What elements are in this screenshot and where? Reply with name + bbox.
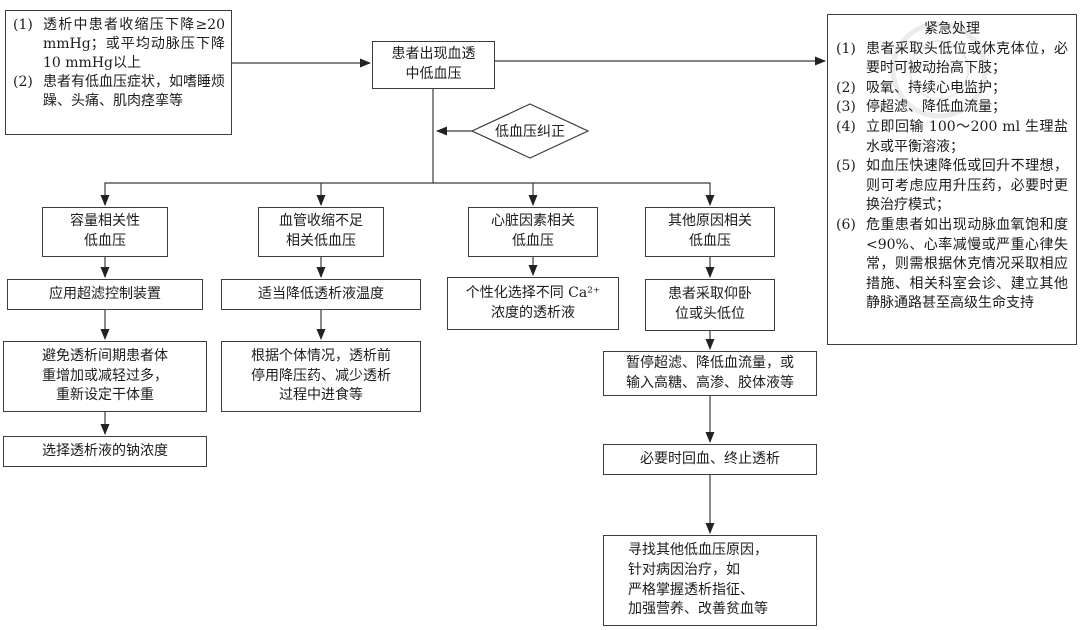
step-lower-dialysate-temperature: 适当降低透析液温度 bbox=[221, 279, 421, 310]
step-dry-weight: 避免透析间期患者体 重增加或减轻过多， 重新设定干体重 bbox=[3, 341, 207, 412]
emergency-item: (6) 危重患者如出现动脉血氧饱和度<90%、心率减慢或严重心律失常，则需根据休… bbox=[836, 216, 1068, 314]
flow-arrows bbox=[100, 56, 826, 534]
item-text: 吸氧、持续心电监护； bbox=[866, 79, 1006, 96]
item-number: (4) bbox=[836, 118, 856, 135]
criteria-item: (2) 患者有低血压症状，如嗜睡烦躁、头痛、肌肉痉挛等 bbox=[13, 73, 225, 111]
step-terminate-dialysis: 必要时回血、终止透析 bbox=[603, 444, 817, 475]
item-number: (2) bbox=[836, 79, 856, 96]
step-find-other-causes: 寻找其他低血压原因， 针对病因治疗，如 严格掌握透析指征、 加强营养、改善贫血等 bbox=[603, 535, 817, 626]
step-ultrafiltration-control: 应用超滤控制装置 bbox=[7, 279, 203, 310]
decision-diamond-shape bbox=[470, 103, 590, 159]
item-number: (3) bbox=[836, 99, 856, 116]
step-individual-adjustments: 根据个体情况，透析前 停用降压药、减少透析 过程中进食等 bbox=[221, 341, 421, 412]
item-number: (2) bbox=[13, 74, 33, 91]
branch-header-other: 其他原因相关 低血压 bbox=[645, 207, 775, 257]
step-calcium-dialysate: 个性化选择不同 Ca²⁺ 浓度的透析液 bbox=[447, 277, 619, 330]
emergency-item: (1) 患者采取头低位或休克体位，必要时可被动抬高下肢； bbox=[836, 40, 1068, 79]
start-node: 患者出现血透 中低血压 bbox=[372, 41, 495, 89]
item-text: 透析中患者收缩压下降≥20 mmHg；或平均动脉压下降10 mmHg以上 bbox=[43, 17, 225, 72]
step-sodium-concentration: 选择透析液的钠浓度 bbox=[3, 436, 207, 467]
emergency-box: 紧急处理 (1) 患者采取头低位或休克体位，必要时可被动抬高下肢； (2) 吸氧… bbox=[827, 14, 1077, 345]
item-number: (6) bbox=[836, 216, 856, 233]
item-text: 患者采取头低位或休克体位，必要时可被动抬高下肢； bbox=[866, 40, 1068, 77]
item-text: 危重患者如出现动脉血氧饱和度<90%、心率减慢或严重心律失常，则需根据休克情况采… bbox=[866, 216, 1068, 312]
branch-header-cardiac: 心脏因素相关 低血压 bbox=[468, 207, 598, 257]
branch-header-volume: 容量相关性 低血压 bbox=[42, 207, 168, 257]
item-number: (5) bbox=[836, 158, 856, 175]
item-text: 停超滤、降低血流量； bbox=[866, 99, 1006, 116]
step-pause-ultrafiltration: 暂停超滤、降低血流量，或 输入高糖、高渗、胶体液等 bbox=[603, 351, 817, 396]
item-text: 立即回输 100～200 ml 生理盐水或平衡溶液； bbox=[866, 118, 1068, 155]
emergency-title: 紧急处理 bbox=[924, 21, 980, 37]
emergency-item: (2) 吸氧、持续心电监护； bbox=[836, 79, 1068, 99]
branch-header-vasoconstriction: 血管收缩不足 相关低血压 bbox=[258, 207, 384, 257]
item-text: 患者有低血压症状，如嗜睡烦躁、头痛、肌肉痉挛等 bbox=[43, 74, 225, 110]
item-number: (1) bbox=[836, 40, 856, 57]
criteria-item: (1) 透析中患者收缩压下降≥20 mmHg；或平均动脉压下降10 mmHg以上 bbox=[13, 16, 225, 73]
item-number: (1) bbox=[13, 17, 33, 33]
item-text: 如血压快速降低或回升不理想，则可考虑应用升压药，必要时更换治疗模式； bbox=[866, 158, 1068, 214]
step-supine-position: 患者采取仰卧 位或头低位 bbox=[645, 279, 775, 331]
emergency-item: (3) 停超滤、降低血流量； bbox=[836, 98, 1068, 118]
emergency-item: (5) 如血压快速降低或回升不理想，则可考虑应用升压药，必要时更换治疗模式； bbox=[836, 157, 1068, 216]
decision-diamond-label: 低血压纠正 bbox=[495, 124, 565, 140]
criteria-box: (1) 透析中患者收缩压下降≥20 mmHg；或平均动脉压下降10 mmHg以上… bbox=[5, 10, 232, 135]
emergency-item: (4) 立即回输 100～200 ml 生理盐水或平衡溶液； bbox=[836, 118, 1068, 157]
